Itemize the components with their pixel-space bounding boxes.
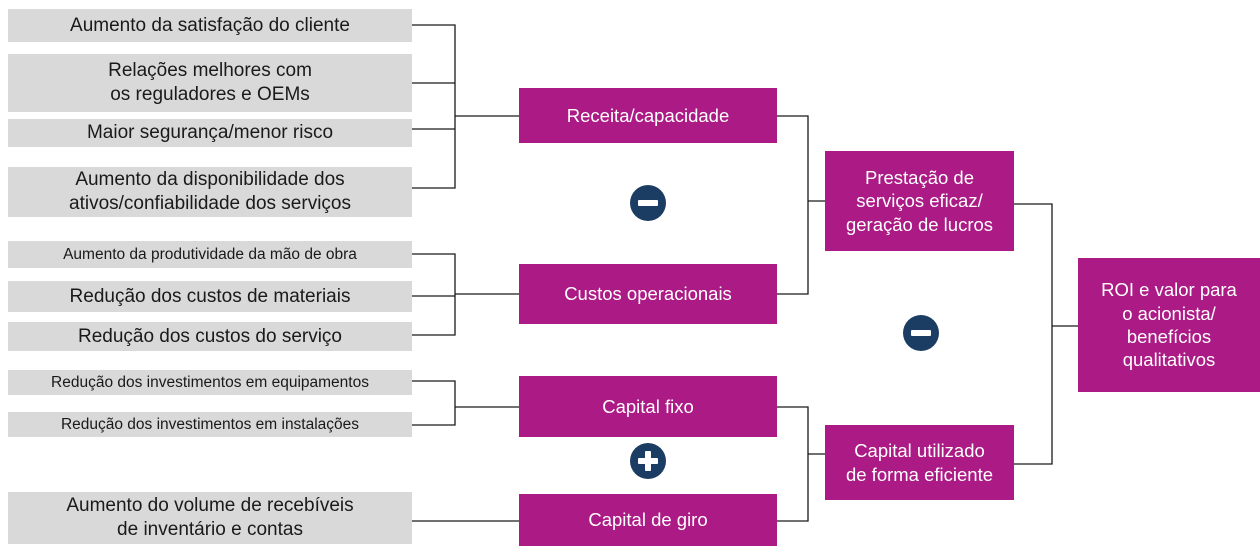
lever-working-capital: Capital de giro [519, 494, 777, 546]
minus-icon [630, 185, 666, 221]
driver-facility-investment: Redução dos investimentos em instalações [8, 412, 412, 437]
driver-service-costs: Redução dos custos do serviço [8, 322, 412, 351]
plus-icon [630, 443, 666, 479]
driver-equipment-investment: Redução dos investimentos em equipamento… [8, 370, 412, 395]
driver-asset-availability: Aumento da disponibilidade dos ativos/co… [8, 167, 412, 217]
driver-material-costs: Redução dos custos de materiais [8, 281, 412, 312]
driver-customer-satisfaction: Aumento da satisfação do cliente [8, 9, 412, 42]
outcome-efficient-capital: Capital utilizado de forma eficiente [825, 425, 1014, 500]
outcome-profit-generation: Prestação de serviços eficaz/ geração de… [825, 151, 1014, 251]
driver-receivables-volume: Aumento do volume de recebíveis de inven… [8, 492, 412, 544]
lever-fixed-capital: Capital fixo [519, 376, 777, 437]
minus-icon [903, 315, 939, 351]
driver-regulator-relations: Relações melhores com os reguladores e O… [8, 54, 412, 112]
outcome-roi-shareholder-value: ROI e valor para o acionista/ benefícios… [1078, 258, 1260, 392]
driver-labor-productivity: Aumento da produtividade da mão de obra [8, 241, 412, 268]
lever-revenue-capacity: Receita/capacidade [519, 88, 777, 143]
lever-operating-costs: Custos operacionais [519, 264, 777, 324]
driver-safety-risk: Maior segurança/menor risco [8, 119, 412, 147]
